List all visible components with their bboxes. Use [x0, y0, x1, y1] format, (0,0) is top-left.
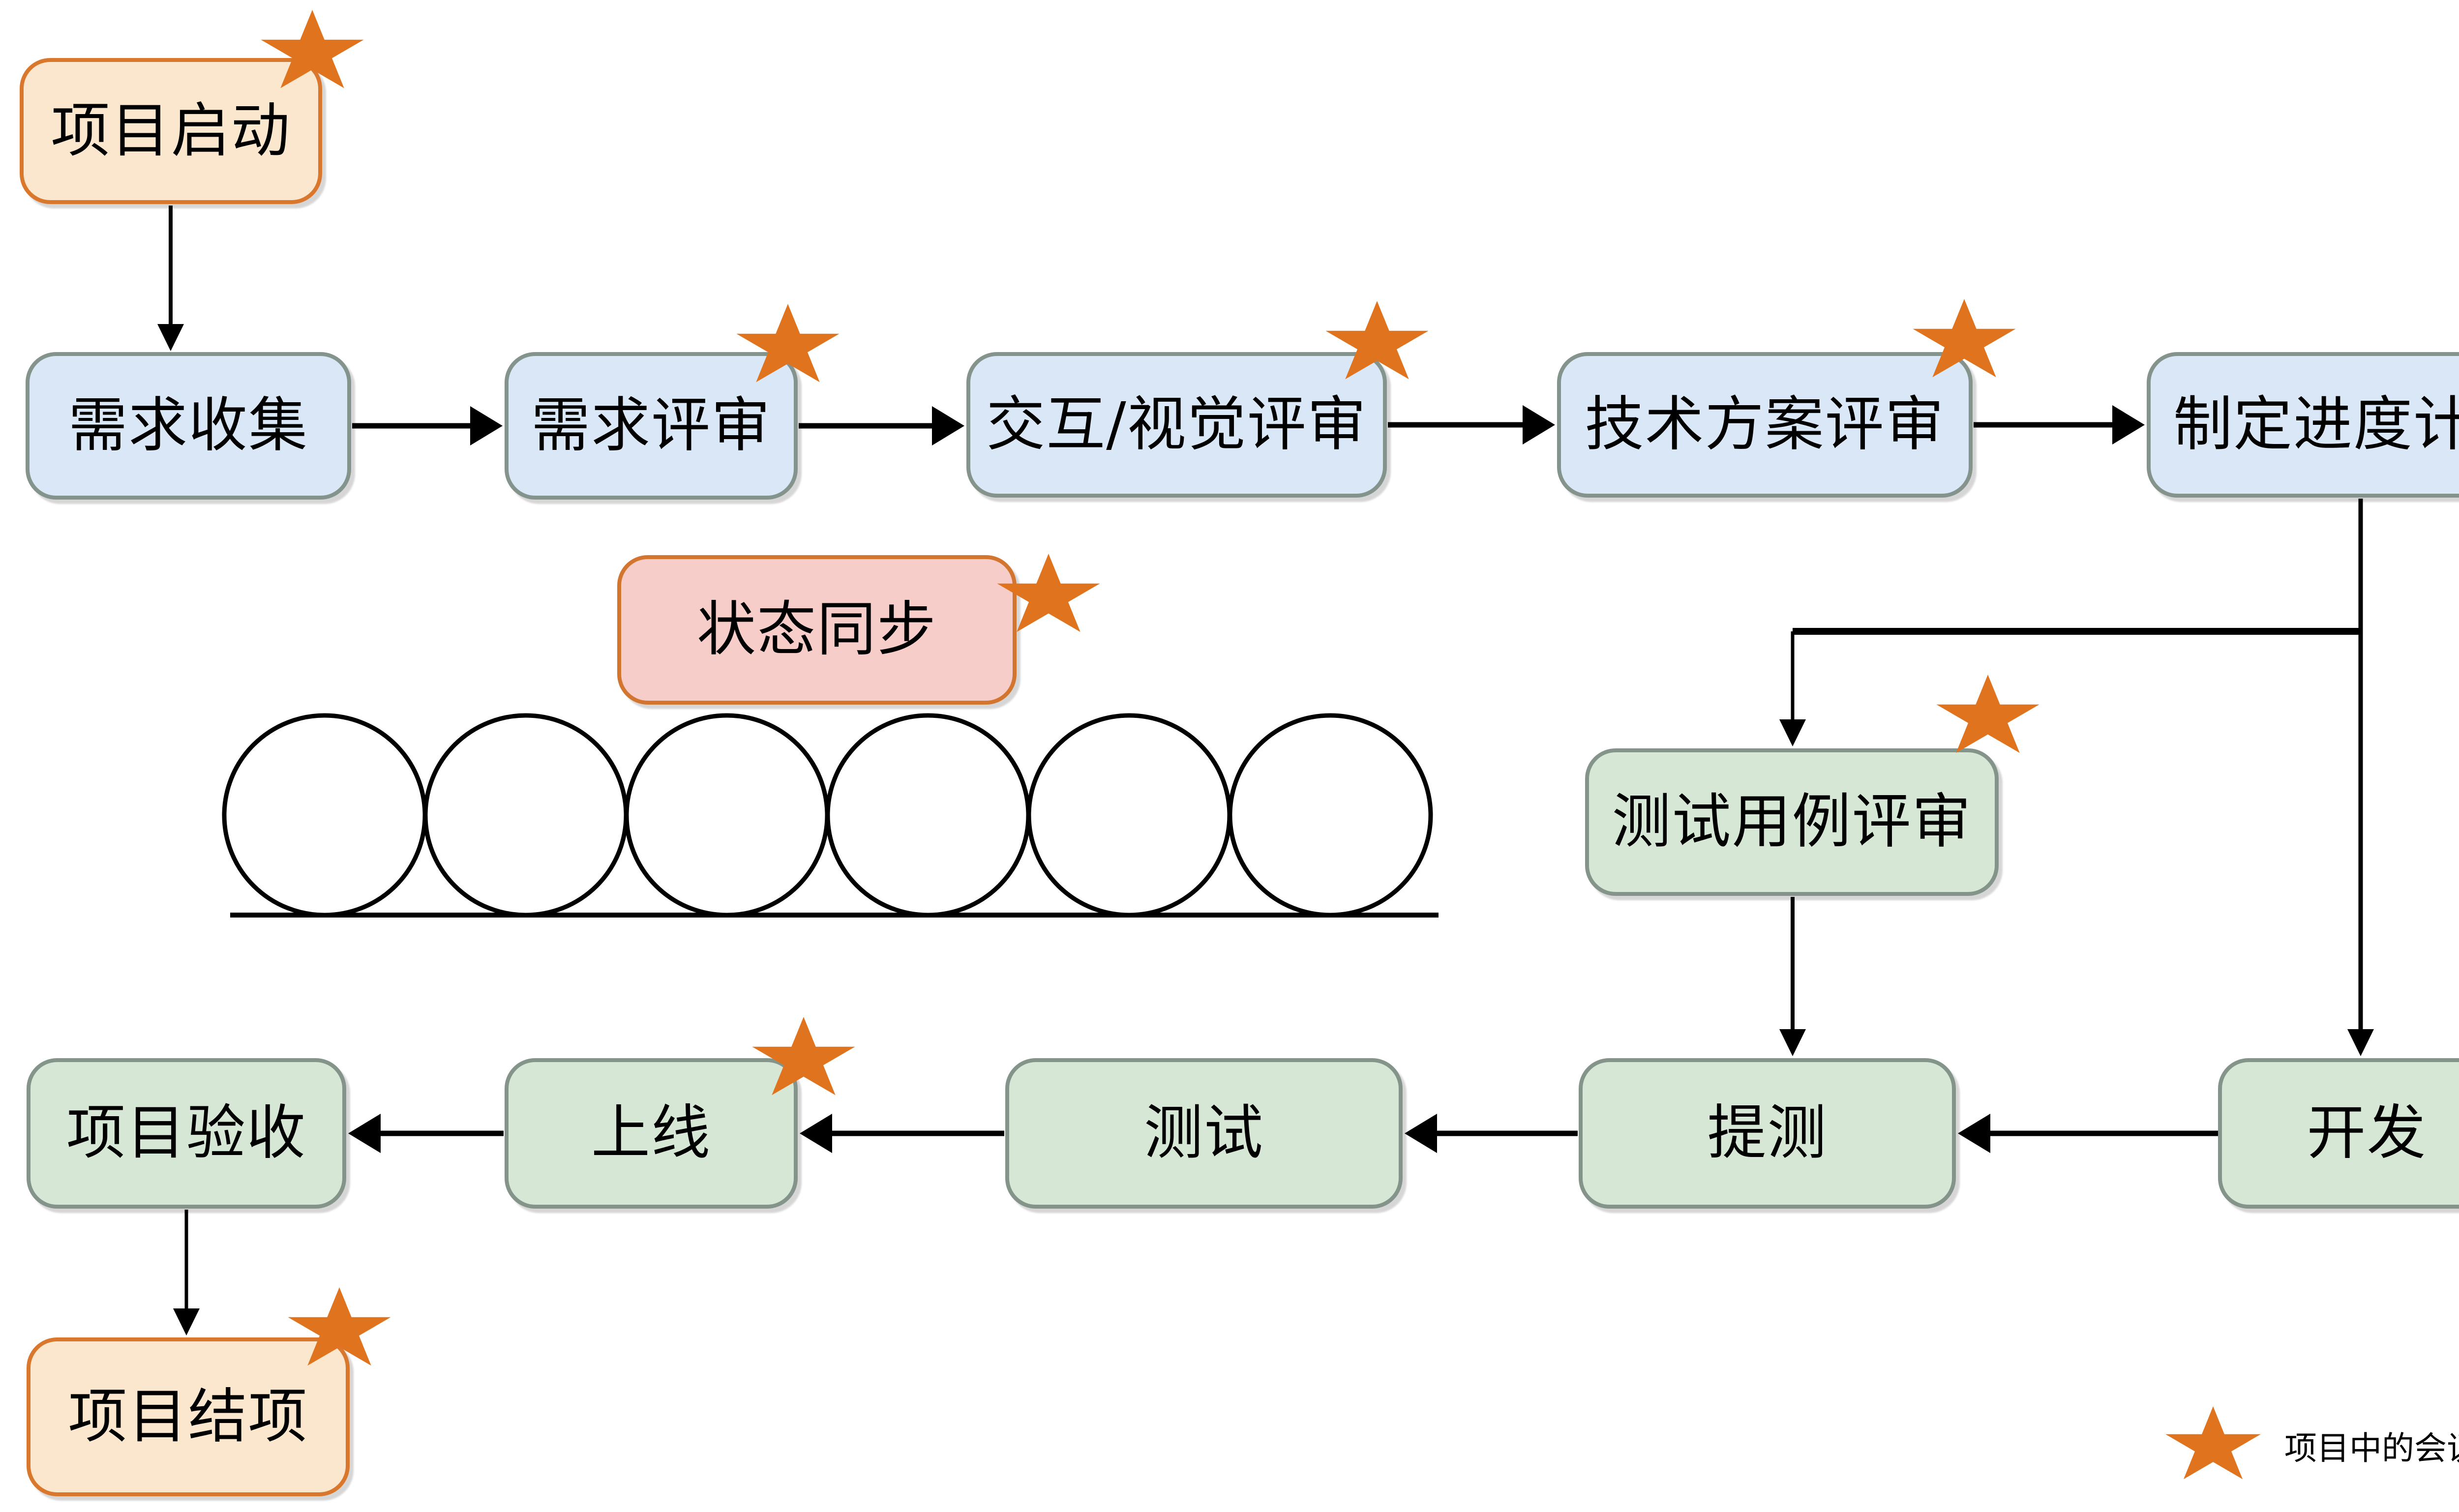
- node-label: 提测: [1707, 1099, 1828, 1167]
- arrowhead: [348, 1114, 381, 1153]
- arrowhead: [157, 324, 184, 351]
- node-label: 上线: [591, 1099, 711, 1167]
- arrowhead: [2112, 405, 2145, 445]
- loop-circle: [222, 713, 427, 918]
- loop-circle: [624, 713, 830, 918]
- node-status-sync[interactable]: 状态同步: [617, 555, 1017, 705]
- node-label: 技术方案评审: [1585, 390, 1945, 459]
- arrowhead: [470, 406, 503, 445]
- node-schedule-plan[interactable]: 制定进度计划: [2147, 352, 2459, 498]
- node-label: 开发: [2307, 1099, 2427, 1167]
- arrowhead: [2347, 1029, 2374, 1056]
- node-project-start[interactable]: 项目启动: [20, 58, 322, 204]
- arrowhead: [932, 406, 964, 445]
- node-label: 状态同步: [697, 595, 937, 664]
- node-label: 项目启动: [51, 96, 291, 165]
- node-label: 制定进度计划: [2173, 390, 2459, 459]
- node-project-closure[interactable]: 项目结项: [27, 1337, 350, 1496]
- node-label: 项目验收: [66, 1099, 306, 1167]
- arrowhead: [1779, 1029, 1806, 1056]
- node-label: 交互/视觉评审: [986, 390, 1367, 459]
- node-label: 测试用例评审: [1612, 788, 1972, 856]
- arrowhead: [800, 1114, 832, 1153]
- node-requirements-review[interactable]: 需求评审: [505, 352, 798, 500]
- node-interaction-visual-review[interactable]: 交互/视觉评审: [966, 352, 1387, 498]
- node-label: 项目结项: [68, 1382, 308, 1451]
- loop-circle: [1026, 713, 1232, 918]
- loop-circle: [825, 713, 1031, 918]
- arrowhead: [1523, 405, 1555, 445]
- node-submit-for-test[interactable]: 提测: [1579, 1058, 1956, 1209]
- node-launch[interactable]: 上线: [505, 1058, 798, 1209]
- arrowhead: [173, 1308, 200, 1335]
- node-project-acceptance[interactable]: 项目验收: [27, 1058, 346, 1209]
- node-development[interactable]: 开发: [2218, 1058, 2459, 1209]
- node-test-case-review[interactable]: 测试用例评审: [1585, 748, 1999, 896]
- arrowhead: [1779, 719, 1806, 746]
- loop-circle: [1228, 713, 1433, 918]
- node-label: 需求评审: [531, 391, 771, 460]
- arrowhead: [1958, 1114, 1990, 1153]
- legend-label: 项目中的会议: [2284, 1429, 2459, 1467]
- node-tech-plan-review[interactable]: 技术方案评审: [1557, 352, 1973, 498]
- loop-circle: [423, 713, 629, 918]
- node-label: 测试: [1144, 1099, 1264, 1167]
- node-testing[interactable]: 测试: [1005, 1058, 1403, 1209]
- arrowhead: [1405, 1114, 1437, 1153]
- node-label: 需求收集: [68, 391, 308, 460]
- node-requirements-collection[interactable]: 需求收集: [26, 352, 351, 500]
